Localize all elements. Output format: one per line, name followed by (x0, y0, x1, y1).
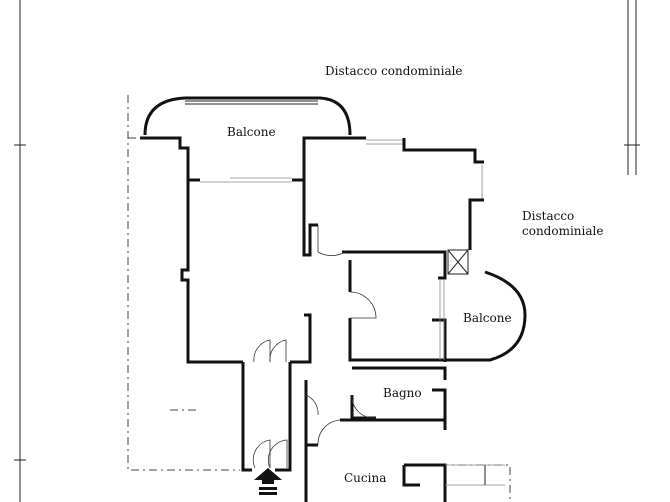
balcony-top (143, 96, 352, 136)
entrance-arrow-icon (254, 468, 282, 495)
sheet-border (14, 0, 640, 502)
property-boundary (127, 95, 511, 502)
label-balcone-top: Balcone (227, 125, 276, 139)
label-cucina: Cucina (344, 471, 386, 485)
label-distacco-right-1: Distacco (522, 209, 574, 223)
doors (252, 225, 377, 469)
label-distacco-top: Distacco condominiale (325, 64, 463, 78)
kitchen-balcony (445, 464, 505, 486)
label-bagno: Bagno (383, 386, 422, 400)
internal-partitions (340, 249, 469, 502)
apartment-walls (140, 136, 484, 502)
balcony-right (439, 270, 527, 362)
label-distacco-right-2: condominiale (522, 224, 603, 238)
label-balcone-right: Balcone (463, 311, 512, 325)
